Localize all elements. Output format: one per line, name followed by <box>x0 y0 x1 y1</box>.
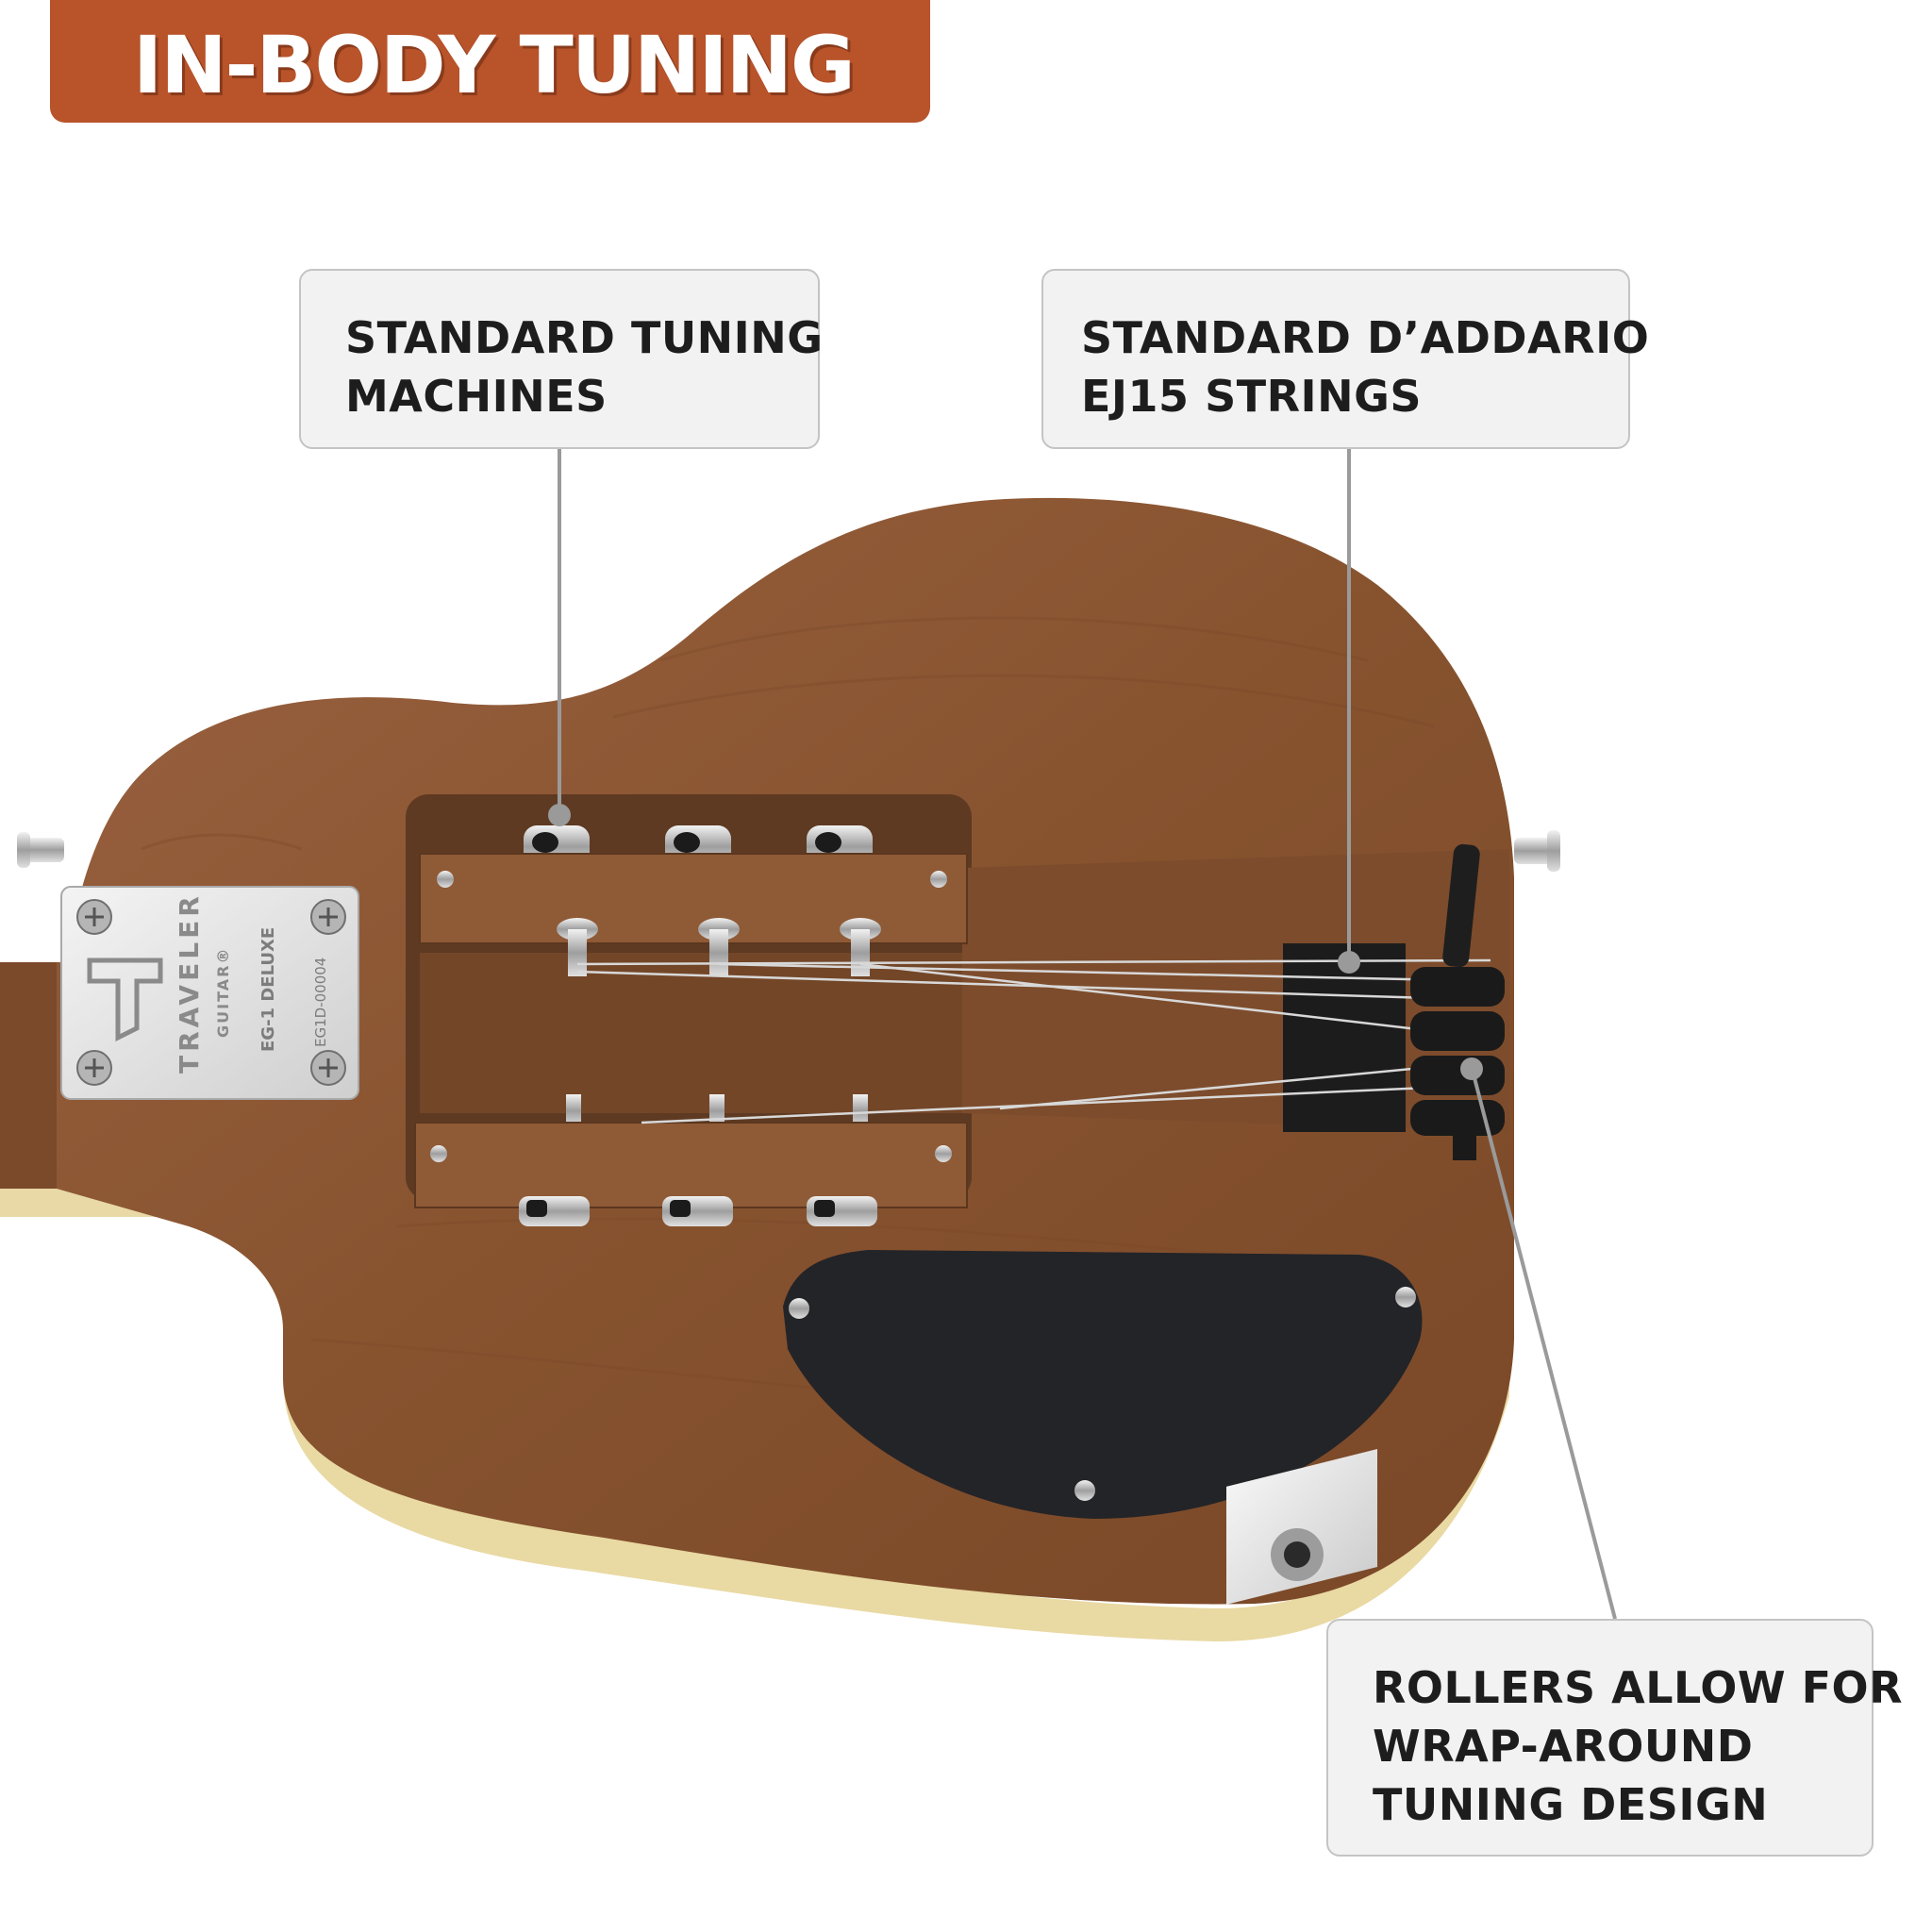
output-jack-plate <box>1226 1448 1377 1605</box>
traveler-logo-icon <box>87 958 163 1042</box>
leader-dot-tuning <box>548 804 571 826</box>
strap-pin-left <box>17 832 64 868</box>
leader-lines <box>558 449 1617 1620</box>
callout-line: STANDARD TUNING <box>345 312 824 363</box>
callout-tuning-machines: STANDARD TUNING MACHINES <box>299 269 824 449</box>
callout-line: ROLLERS ALLOW FOR <box>1373 1662 1904 1713</box>
plate-sub-brand: GUITAR® <box>214 947 232 1038</box>
tuner-posts-top <box>557 918 881 976</box>
string-channel-felt <box>1283 943 1406 1132</box>
leader-dot-rollers <box>1460 1058 1483 1080</box>
callout-line: TUNING DESIGN <box>1373 1779 1769 1830</box>
strings <box>576 958 1491 1124</box>
plate-model: EG-1 DELUXE <box>258 927 278 1052</box>
callout-line: STANDARD D’ADDARIO <box>1081 312 1650 363</box>
title-banner: IN-BODY TUNING <box>50 0 930 123</box>
banner-title: IN-BODY TUNING <box>133 19 856 111</box>
string-rollers <box>1410 843 1505 1160</box>
leader-dot-strings <box>1338 951 1360 974</box>
callout-line: WRAP-AROUND <box>1373 1721 1754 1772</box>
callout-strings: STANDARD D’ADDARIO EJ15 STRINGS <box>1041 269 1650 449</box>
body-binding <box>283 1340 1509 1641</box>
strap-pin-right <box>1514 830 1560 872</box>
pickguard <box>783 1250 1423 1519</box>
callout-line: EJ15 STRINGS <box>1081 371 1422 422</box>
tuner-bar-top <box>419 853 968 944</box>
tuner-buttons-bottom <box>519 1196 877 1226</box>
callout-line: MACHINES <box>345 371 608 422</box>
plate-brand: TRAVELER <box>174 892 205 1074</box>
callout-rollers: ROLLERS ALLOW FOR WRAP-AROUND TUNING DES… <box>1326 1619 1904 1857</box>
plate-serial: EG1D-00004 <box>312 958 329 1047</box>
tuner-bar-bottom <box>414 1122 968 1208</box>
neck-plate <box>60 886 359 1100</box>
